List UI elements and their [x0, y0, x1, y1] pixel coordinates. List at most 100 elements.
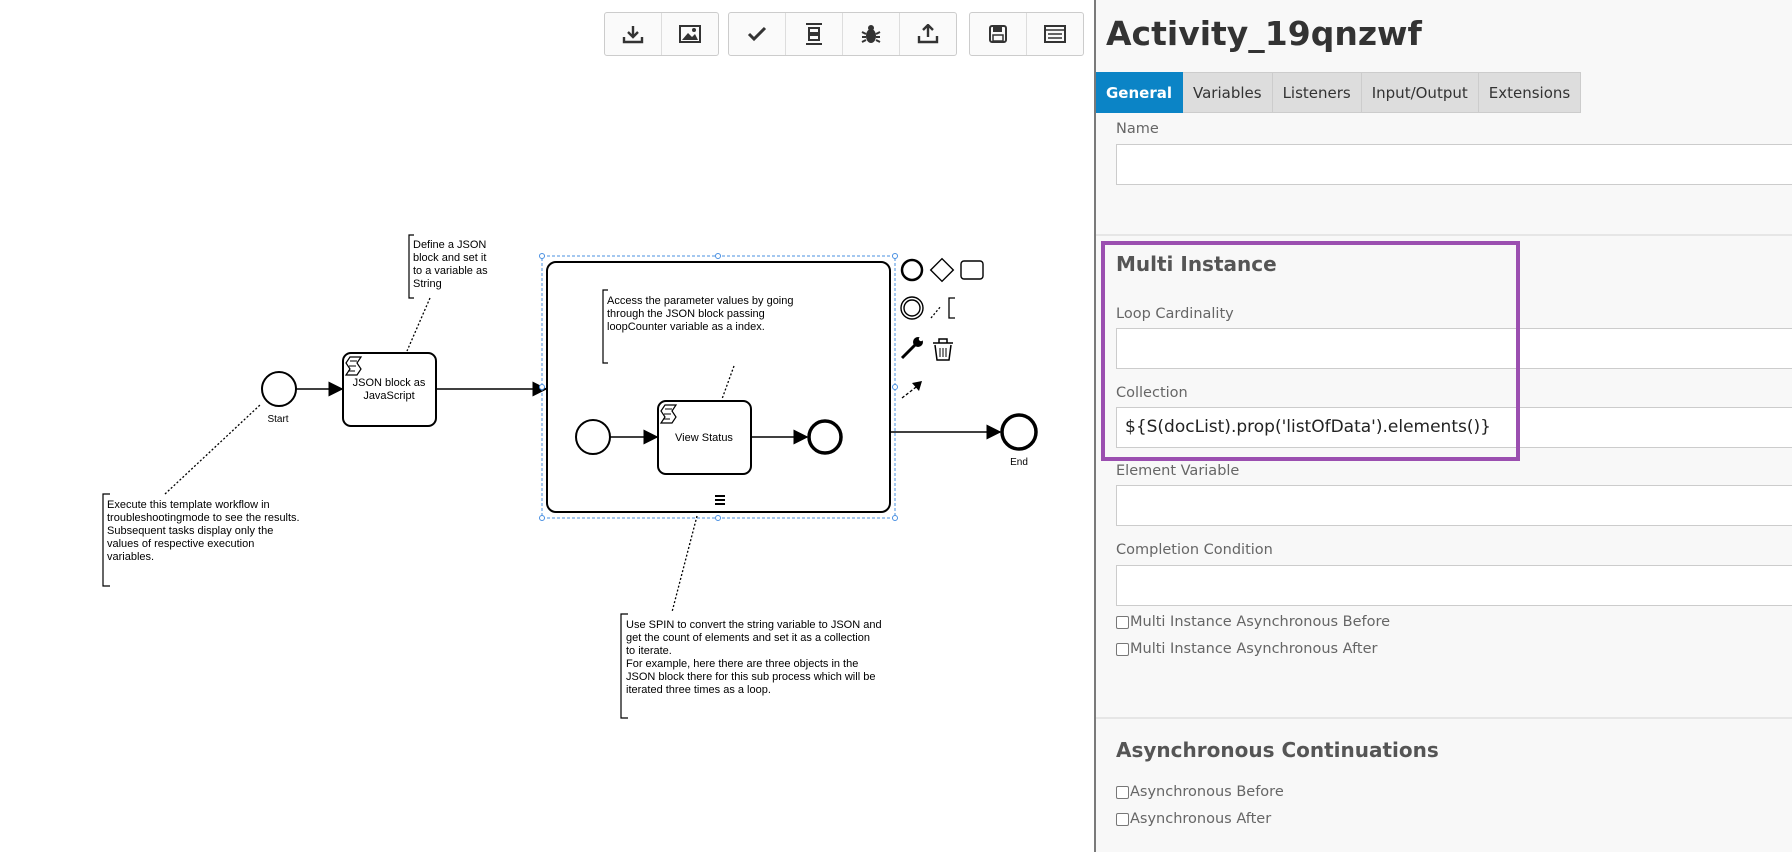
async-after-row[interactable]: Asynchronous After [1116, 811, 1271, 827]
align-button[interactable] [786, 13, 843, 55]
annotation-sub-line: Access the parameter values by going [607, 295, 794, 307]
tab-general[interactable]: General [1096, 72, 1183, 113]
debug-button[interactable] [843, 13, 900, 55]
annotation-top-line: block and set it [413, 252, 486, 264]
bpmn-diagram: Define a JSON block and set it to a vari… [102, 234, 1038, 719]
annotation-bottom-line: For example, here there are three object… [626, 658, 858, 670]
async-after-checkbox[interactable] [1116, 812, 1129, 826]
completion-condition-label: Completion Condition [1116, 542, 1273, 558]
annotation-bottom-line: Use SPIN to convert the string variable … [626, 619, 882, 631]
panel-title: Activity_19qnzwf [1106, 14, 1422, 53]
association-bottom [671, 515, 698, 613]
annotation-bracket-top [408, 234, 414, 299]
wrench-icon[interactable] [900, 336, 924, 360]
async-before-label: Asynchronous Before [1130, 784, 1284, 800]
association-left [164, 404, 261, 495]
image-icon [679, 25, 701, 43]
tab-listeners[interactable]: Listeners [1272, 72, 1362, 113]
task2-label: View Status [675, 432, 733, 444]
save-icon [989, 25, 1007, 43]
mi-async-before-checkbox[interactable] [1116, 615, 1129, 629]
annotation-left-line: troubleshootingmode to see the results. [107, 512, 300, 524]
task1-label-line2: JavaScript [363, 390, 414, 402]
sub-end-event[interactable] [807, 419, 843, 455]
context-pad [900, 257, 984, 399]
collection-input[interactable]: ${S(docList).prop('listOfData').elements… [1116, 407, 1792, 448]
end-event-label: End [1010, 457, 1028, 468]
annotation-bottom-line: iterated three times as a loop. [626, 684, 771, 696]
association-sub [721, 365, 735, 400]
sub-start-event[interactable] [575, 419, 611, 455]
end-event[interactable] [1000, 413, 1038, 451]
annotation-left-line: Subsequent tasks display only the [107, 525, 273, 537]
start-event[interactable] [261, 371, 297, 407]
task1-label-line1: JSON block as [353, 377, 426, 389]
toolbar-tools-group [728, 12, 957, 56]
panel-icon [1044, 25, 1066, 43]
subprocess[interactable] [546, 261, 891, 513]
name-input[interactable] [1116, 144, 1792, 185]
mi-async-after-label: Multi Instance Asynchronous After [1130, 641, 1378, 657]
toolbar-file-group [969, 12, 1084, 56]
annotation-sub[interactable]: Access the parameter values by going thr… [607, 295, 797, 333]
export-image-button[interactable] [662, 13, 718, 55]
multi-instance-marker-icon [715, 495, 725, 505]
deploy-icon [917, 24, 939, 44]
annotation-bottom-line: get the count of elements and set it as … [626, 632, 870, 644]
mi-async-before-row[interactable]: Multi Instance Asynchronous Before [1116, 614, 1390, 630]
annotation-bottom[interactable]: Use SPIN to convert the string variable … [626, 619, 885, 696]
append-end-event-icon[interactable] [900, 258, 924, 282]
connect-icon[interactable] [901, 381, 922, 399]
trash-icon[interactable] [933, 338, 953, 361]
multi-instance-highlight [1101, 241, 1520, 461]
element-variable-input[interactable] [1116, 485, 1792, 526]
annotation-top[interactable]: Define a JSON block and set it to a vari… [413, 239, 491, 290]
mi-async-after-row[interactable]: Multi Instance Asynchronous After [1116, 641, 1378, 657]
annotation-bracket-left [102, 493, 110, 587]
check-icon [747, 26, 767, 42]
download-button[interactable] [605, 13, 662, 55]
mi-async-before-label: Multi Instance Asynchronous Before [1130, 614, 1391, 630]
toolbar-export-group [604, 12, 719, 56]
element-variable-label: Element Variable [1116, 463, 1240, 479]
tab-input-output[interactable]: Input/Output [1361, 72, 1479, 113]
bug-icon [861, 25, 881, 43]
annotation-top-line: Define a JSON [413, 239, 486, 251]
diagram-canvas[interactable]: Define a JSON block and set it to a vari… [0, 0, 1094, 852]
start-event-label: Start [267, 414, 288, 425]
loop-cardinality-input[interactable] [1116, 328, 1792, 369]
annotation-bracket-sub [602, 289, 608, 364]
async-after-label: Asynchronous After [1130, 811, 1272, 827]
annotation-left-line: variables. [107, 551, 154, 563]
section-divider [1096, 234, 1792, 236]
annotation-left-line: values of respective execution [107, 538, 254, 550]
selection-handles [539, 253, 898, 521]
mi-async-after-checkbox[interactable] [1116, 642, 1129, 656]
append-task-icon[interactable] [960, 260, 984, 280]
deploy-button[interactable] [900, 13, 956, 55]
annotation-left-line: Execute this template workflow in [107, 499, 270, 511]
async-before-checkbox[interactable] [1116, 785, 1129, 799]
completion-condition-input[interactable] [1116, 565, 1792, 606]
script-icon [344, 356, 363, 376]
name-label: Name [1116, 121, 1159, 137]
annotation-sub-line: loopCounter variable as a index. [607, 321, 765, 333]
annotation-top-line: String [413, 278, 442, 290]
append-text-annotation-icon[interactable] [930, 297, 955, 319]
collection-label: Collection [1116, 385, 1188, 401]
append-intermediate-event-icon[interactable] [900, 296, 924, 320]
annotation-bottom-line: to iterate. [626, 645, 672, 657]
tab-extensions[interactable]: Extensions [1478, 72, 1582, 113]
annotation-left[interactable]: Execute this template workflow in troubl… [107, 499, 303, 563]
async-before-row[interactable]: Asynchronous Before [1116, 784, 1284, 800]
script-icon [659, 404, 678, 424]
properties-panel: Activity_19qnzwf General Variables Liste… [1094, 0, 1792, 852]
tab-variables[interactable]: Variables [1183, 72, 1273, 113]
toggle-panel-button[interactable] [1027, 13, 1083, 55]
save-button[interactable] [970, 13, 1027, 55]
append-gateway-icon[interactable] [929, 257, 955, 283]
validate-button[interactable] [729, 13, 786, 55]
multi-instance-title: Multi Instance [1116, 252, 1277, 276]
async-continuations-title: Asynchronous Continuations [1116, 738, 1439, 762]
annotation-bottom-line: JSON block there for this sub process wh… [626, 671, 875, 683]
